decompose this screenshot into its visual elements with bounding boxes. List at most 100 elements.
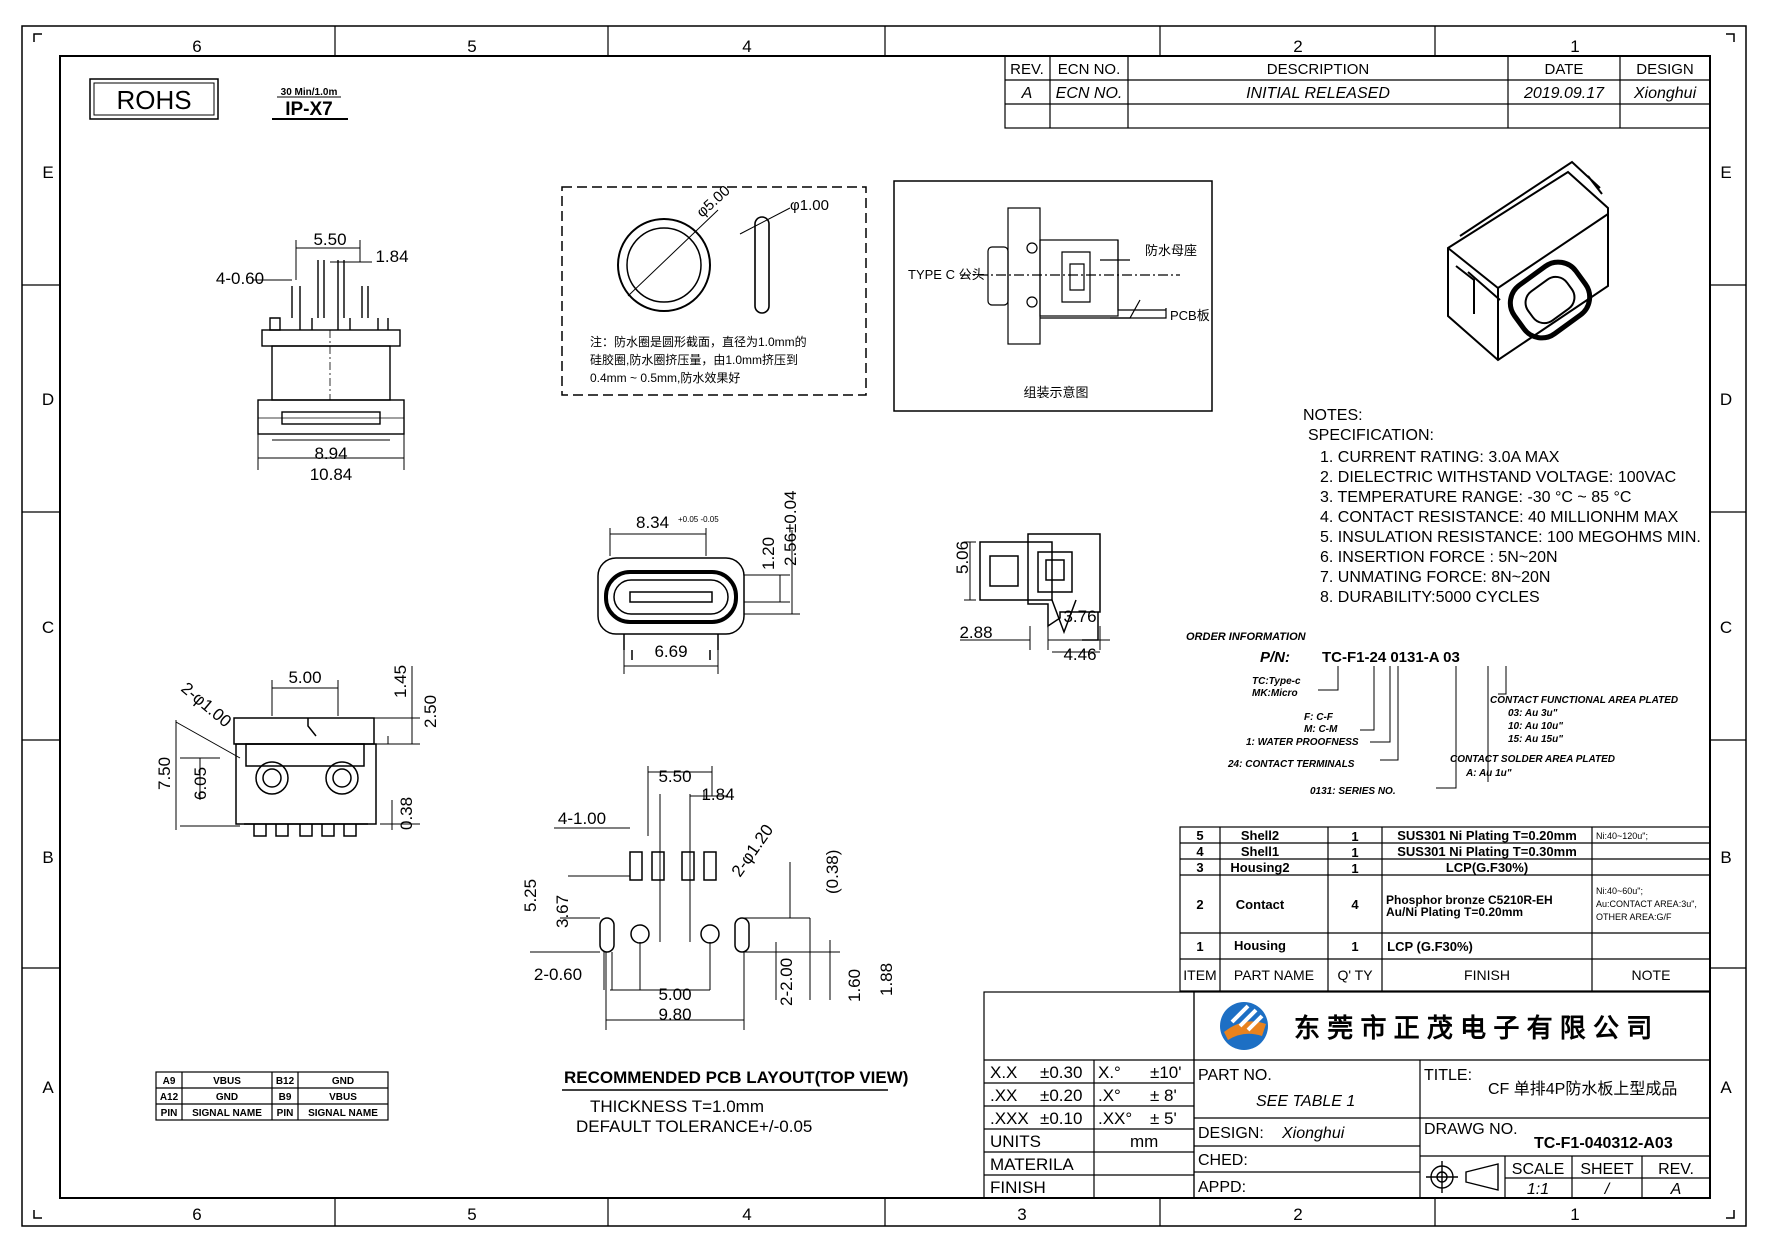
bom-name-2: Contact [1236, 897, 1285, 912]
dim-pcb-1-84: 1.84 [701, 785, 734, 804]
connector-3d-view [1447, 160, 1609, 362]
pin-a12-signal: GND [216, 1092, 238, 1103]
zone-right-c: C [1720, 618, 1732, 637]
tol-a-1: X.X [990, 1063, 1017, 1082]
zone-top-1: 1 [1570, 37, 1579, 56]
projection-symbol-icon [1426, 1161, 1499, 1193]
rohs-badge: ROHS [89, 78, 219, 120]
tol-b-3: ±0.10 [1040, 1109, 1082, 1128]
assembly-male-label: TYPE C 公头 [908, 267, 985, 282]
note-item-3: 3. TEMPERATURE RANGE: -30 °C ~ 85 °C [1320, 489, 1631, 506]
dim-2-0-60: 2-0.60 [534, 965, 582, 984]
ecn-header: ECN NO. [1058, 61, 1121, 78]
zone-bottom-3: 3 [1017, 1205, 1026, 1224]
design-header: DESIGN [1636, 61, 1694, 78]
tol-b-1: ±0.30 [1040, 1063, 1082, 1082]
tol-c-3: .XX° [1098, 1109, 1132, 1128]
dim-4-0-60: 4-0.60 [216, 269, 264, 288]
assembly-caption: 组装示意图 [1023, 385, 1088, 400]
dim-phi-1-00: φ1.00 [790, 197, 829, 214]
dim-paren-0-38: (0.38) [823, 850, 842, 894]
bom-qty-2: 4 [1351, 897, 1359, 912]
bom-name-3: Housing2 [1230, 860, 1289, 875]
zone-left-e: E [42, 163, 53, 182]
bom-header-item: ITEM [1183, 967, 1216, 983]
zone-top-6: 6 [192, 37, 201, 56]
title-value: CF 单排4P防水板上型成品 [1488, 1080, 1677, 1098]
order-f10: 10: Au 10u" [1508, 721, 1563, 732]
tol-d-3: ± 5' [1150, 1109, 1177, 1128]
note-item-7: 7. UNMATING FORCE: 8N~20N [1320, 569, 1550, 586]
svg-text:30 Min/1.0m: 30 Min/1.0m [281, 87, 338, 98]
bom-qty-3: 1 [1351, 861, 1358, 876]
tol-b-2: ±0.20 [1040, 1086, 1082, 1105]
pin-b9: B9 [279, 1092, 292, 1103]
bom-finish-5: SUS301 Ni Plating T=0.20mm [1397, 828, 1577, 843]
sheet-value: / [1604, 1181, 1611, 1198]
order-water: 1: WATER PROOFNESS [1246, 737, 1359, 748]
zone-right-b: B [1720, 848, 1731, 867]
notes-title: NOTES: [1303, 407, 1363, 424]
dim-0-38: 0.38 [397, 797, 416, 830]
tol-d-2: ± 8' [1150, 1086, 1177, 1105]
order-tc: TC:Type-c [1252, 676, 1301, 687]
scale-label: SCALE [1512, 1161, 1564, 1178]
part-no-label: PART NO. [1198, 1067, 1272, 1084]
dim-1-45: 1.45 [391, 665, 410, 698]
pcb-tolerance: DEFAULT TOLERANCE+/-0.05 [576, 1117, 812, 1136]
order-fcf: F: C-F [1304, 712, 1334, 723]
pin-header-2: PIN [277, 1108, 294, 1119]
dim-2-phi-1-20: 2-φ1.20 [728, 821, 778, 880]
zone-bottom-6: 6 [192, 1205, 201, 1224]
dim-2-56: 2.56±0.04 [781, 490, 800, 566]
order-solder: CONTACT SOLDER AREA PLATED [1450, 754, 1615, 765]
svg-text:IP-X7: IP-X7 [285, 99, 333, 120]
svg-text:ROHS: ROHS [116, 85, 191, 115]
dim-6-69: 6.69 [654, 642, 687, 661]
bom-header-note: NOTE [1632, 967, 1671, 983]
zone-right-d: D [1720, 390, 1732, 409]
tol-a-3: .XXX [990, 1109, 1029, 1128]
pin-header-signal-2: SIGNAL NAME [308, 1108, 378, 1119]
rev-label: REV. [1658, 1161, 1694, 1178]
bom-item-2: 2 [1196, 897, 1203, 912]
part-no-value: SEE TABLE 1 [1256, 1093, 1355, 1110]
rev-header: REV. [1010, 61, 1044, 78]
note-item-6: 6. INSERTION FORCE : 5N~20N [1320, 549, 1558, 566]
company-name: 东 莞 市 正 茂 电 子 有 限 公 司 [1294, 1013, 1652, 1043]
order-mcm: M: C-M [1304, 724, 1338, 735]
dim-pcb-5-00: 5.00 [658, 985, 691, 1004]
dim-1-88: 1.88 [877, 963, 896, 996]
tol-c-2: .X° [1098, 1086, 1121, 1105]
bom-item-3: 3 [1196, 860, 1203, 875]
dim-bottom-5-00: 5.00 [288, 668, 321, 687]
zone-bottom-5: 5 [467, 1205, 476, 1224]
pcb-thickness: THICKNESS T=1.0mm [590, 1097, 764, 1116]
zone-left-b: B [42, 848, 53, 867]
dim-8-34: 8.34 [636, 513, 669, 532]
dim-3-67: 3.67 [553, 895, 572, 928]
pin-a12: A12 [160, 1092, 179, 1103]
dim-1-84: 1.84 [375, 247, 408, 266]
assembly-pcb-label: PCB板 [1170, 308, 1210, 323]
dim-pcb-5-50: 5.50 [658, 767, 691, 786]
bom-name-4: Shell1 [1241, 844, 1279, 859]
note-item-1: 1. CURRENT RATING: 3.0A MAX [1320, 449, 1560, 466]
note-item-4: 4. CONTACT RESISTANCE: 40 MILLIONHM MAX [1320, 509, 1679, 526]
outer-frame [21, 25, 1747, 1227]
scale-value: 1:1 [1527, 1181, 1549, 1198]
pcb-caption-title: RECOMMENDED PCB LAYOUT(TOP VIEW) [564, 1068, 908, 1087]
pin-a9: A9 [163, 1076, 176, 1087]
notes-spec: SPECIFICATION: [1308, 427, 1434, 444]
zone-left-c: C [42, 618, 54, 637]
bom-item-4: 4 [1196, 844, 1204, 859]
dim-2-88: 2.88 [959, 623, 992, 642]
title-block: 东 莞 市 正 茂 电 子 有 限 公 司 PART NO. SEE TABLE… [1193, 991, 1711, 1199]
note-item-2: 2. DIELECTRIC WITHSTAND VOLTAGE: 100VAC [1320, 469, 1676, 486]
revision-table: REV. ECN NO. DESCRIPTION DATE DESIGN A E… [1004, 55, 1711, 129]
order-information: ORDER INFORMATION P/N: TC-F1-24 0131-A 0… [1186, 631, 1678, 797]
pn-code: TC-F1-24 0131-A 03 [1322, 649, 1460, 666]
tol-units-value: mm [1130, 1132, 1158, 1151]
zone-right-a: A [1720, 1078, 1732, 1097]
pcb-caption: RECOMMENDED PCB LAYOUT(TOP VIEW) THICKNE… [562, 1068, 908, 1136]
